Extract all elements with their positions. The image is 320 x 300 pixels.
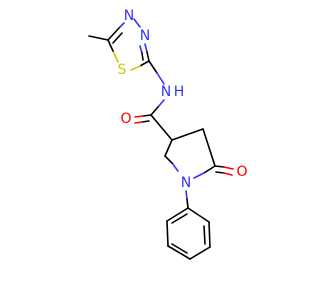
bond-c5-n4: [107, 26, 121, 41]
bond-c5-n1-a: [203, 165, 216, 174]
bond-n1-c2-b: [164, 155, 173, 164]
bond-ph-4: [167, 245, 191, 260]
bond-methyl: [88, 35, 109, 41]
bond-n1-ph-a: [185, 190, 188, 200]
bond-c3-c4: [171, 128, 204, 141]
bond-ketone-double-a: [215, 171, 225, 174]
bond-c2-nh-a: [148, 60, 158, 74]
bond-co-o-double-a: [141, 120, 150, 123]
bond-ph-6: [166, 207, 189, 222]
bond-co-o-double-b: [134, 121, 143, 124]
atom-h-amide: H: [174, 84, 185, 100]
bond-c2-s1-a: [139, 60, 150, 67]
bond-c4-c5: [202, 128, 216, 167]
bond-n1-c2-a: [171, 162, 179, 172]
bond-ph-inner-3: [171, 213, 188, 224]
bond-nh-co-b: [150, 106, 159, 116]
atom-n-amide: N: [161, 84, 171, 100]
atom-o-ketone: O: [236, 164, 247, 180]
bond-ph-2: [208, 221, 211, 248]
atom-n-pyrrolidine: N: [181, 175, 191, 191]
bond-n3-c2-b: [146, 51, 150, 62]
bond-s1-c5-b: [107, 39, 114, 52]
bond-c5-n4-double: [112, 32, 123, 44]
atom-o-amide: O: [120, 111, 131, 127]
molecule-diagram: N N S N H O N O: [88, 8, 248, 260]
bond-c2-nh-b: [156, 72, 165, 85]
bond-co-o-b: [134, 115, 144, 118]
bond-co-o-a: [142, 114, 152, 117]
bond-c2-c3: [164, 139, 173, 157]
bond-ph-inner-2: [171, 243, 188, 254]
bond-ketone-b: [223, 166, 234, 170]
bond-n3-c2-a: [144, 43, 148, 53]
bond-n3-c2-double-b: [141, 52, 144, 61]
bond-s1-c5-a: [112, 50, 119, 63]
bond-ph-5: [166, 220, 169, 247]
bond-n4-n3: [133, 18, 141, 28]
atom-n-thiadiazole-right: N: [140, 28, 150, 44]
bond-ph-3: [189, 246, 211, 260]
bond-ph-inner-1: [203, 225, 206, 245]
atom-s-thiadiazole: S: [118, 62, 127, 78]
bond-co-c3: [150, 114, 173, 141]
bond-n1-ph-b: [186, 198, 189, 209]
bond-c5-n1-b: [193, 172, 205, 179]
bond-c2-s1-b: [130, 65, 141, 71]
bond-ketone-a: [214, 165, 225, 168]
bond-n3-c2-double-a: [139, 45, 143, 54]
bond-nh-co-a: [157, 99, 165, 108]
bond-ketone-double-b: [223, 172, 233, 176]
atom-n-thiadiazole-top: N: [124, 8, 134, 24]
bond-n4-top: [119, 22, 125, 28]
bond-ph-1: [187, 207, 210, 223]
